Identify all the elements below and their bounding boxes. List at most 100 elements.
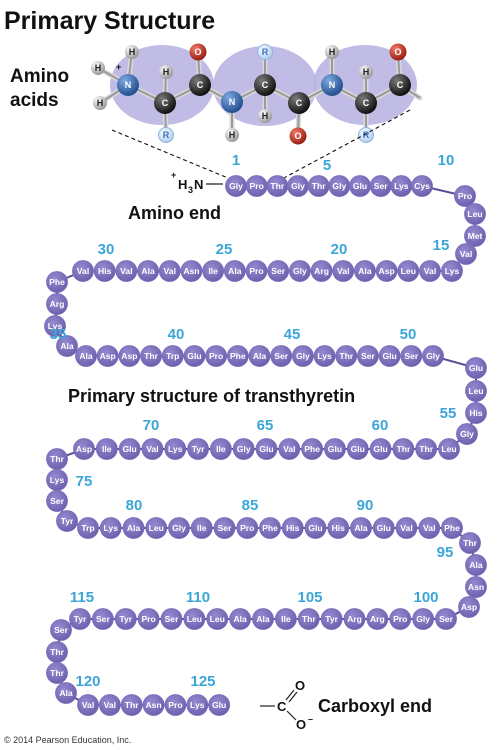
amino-acid-bead: Gly: [287, 175, 309, 197]
amino-acid-bead-label: Ile: [216, 444, 226, 454]
amino-acid-bead: Thr: [459, 532, 481, 554]
carbon-atom: C: [355, 92, 377, 114]
amino-acid-bead-label: Val: [283, 444, 295, 454]
amino-acid-bead-label: Gly: [229, 181, 243, 191]
amino-acid-bead-circle: [422, 345, 444, 367]
amino-acid-bead-circle: [456, 423, 478, 445]
amino-acid-bead: Asn: [465, 576, 487, 598]
amino-acid-bead: Ala: [465, 554, 487, 576]
amino-acid-bead: Ala: [75, 345, 97, 367]
position-number: 5: [323, 157, 331, 174]
amino-acid-bead: Ile: [202, 260, 225, 282]
amino-acid-bead: Arg: [46, 293, 68, 315]
amino-acid-bead-label: Ala: [469, 560, 483, 570]
amino-end-label: Amino end: [128, 203, 221, 223]
amino-acid-bead-label: Ser: [439, 614, 454, 624]
amino-acid-bead-circle: [142, 694, 165, 716]
amino-acid-bead-label: Tyr: [192, 444, 205, 454]
amino-acid-bead-label: Ala: [127, 523, 141, 533]
amino-acid-bead: Val: [98, 694, 121, 716]
carboxyl-end-group: C O O –: [260, 678, 313, 732]
amino-acid-bead: Leu: [465, 380, 487, 402]
amino-acid-bead: Tyr: [114, 608, 137, 630]
amino-acid-bead: Glu: [304, 517, 327, 539]
amino-acid-bead-label: Lys: [50, 475, 65, 485]
nitrogen-atom: N: [321, 74, 343, 96]
amino-acid-bead-circle: [465, 402, 487, 424]
amino-acid-bead: Arg: [310, 260, 333, 282]
amino-acid-bead: Tyr: [187, 438, 209, 460]
amino-acid-bead-circle: [465, 357, 487, 379]
transthyretin-caption: Primary structure of transthyretin: [68, 386, 355, 406]
position-number: 30: [98, 241, 115, 258]
amino-acid-bead: Val: [419, 260, 441, 282]
amino-acid-bead-circle: [400, 345, 423, 367]
amino-acid-bead-circle: [332, 260, 355, 282]
amino-acid-bead-circle: [418, 517, 441, 539]
amino-acid-bead: Glu: [118, 438, 141, 460]
amino-acid-bead: Thr: [46, 662, 68, 684]
amino-acid-bead-circle: [350, 517, 372, 539]
amino-acid-bead: Pro: [245, 260, 268, 282]
amino-acid-bead: Phe: [46, 271, 68, 293]
amino-acid-bead-circle: [50, 619, 72, 641]
amino-acid-bead-circle: [281, 517, 304, 539]
amino-acid-bead-label: Leu: [468, 386, 483, 396]
amino-acid-bead-circle: [205, 345, 228, 367]
amino-acid-bead: Thr: [266, 175, 289, 197]
amino-acid-bead-label: Thr: [125, 700, 139, 710]
position-number: 120: [75, 673, 100, 690]
amino-acid-bead: Thr: [297, 608, 320, 630]
amino-acid-bead-label: Ile: [281, 614, 291, 624]
amino-acid-bead-label: Val: [400, 523, 412, 533]
amino-acid-bead-circle: [168, 517, 190, 539]
amino-acid-bead-label: Leu: [467, 209, 482, 219]
amino-acid-bead: Glu: [324, 438, 346, 460]
amino-acid-bead-circle: [455, 243, 477, 265]
amino-acid-bead: Val: [395, 517, 418, 539]
amino-acid-bead-label: Pro: [458, 191, 472, 201]
oxygen-atom: O: [389, 43, 407, 61]
amino-acid-bead-label: Ser: [271, 266, 286, 276]
amino-acid-bead-circle: [411, 175, 433, 197]
page-title: Primary Structure: [4, 7, 215, 35]
carboxyl-end-label: Carboxyl end: [318, 696, 432, 716]
svg-text:C: C: [296, 98, 303, 108]
amino-acid-bead: Lys: [44, 315, 66, 337]
amino-acid-bead: Glu: [349, 175, 371, 197]
amino-acid-bead-circle: [186, 694, 209, 716]
amino-acid-bead-label: Val: [337, 266, 349, 276]
amino-acid-bead-label: Glu: [469, 363, 483, 373]
position-number: 115: [70, 589, 94, 606]
svg-text:H: H: [363, 67, 370, 77]
amino-acid-bead: Thr: [120, 694, 143, 716]
amino-acid-bead-circle: [161, 345, 184, 367]
amino-acid-bead-circle: [438, 438, 460, 460]
amino-acid-bead-circle: [354, 260, 376, 282]
amino-acid-bead: Ala: [248, 345, 271, 367]
amino-acid-bead-circle: [120, 694, 143, 716]
side-chain-atom: R: [257, 44, 273, 60]
svg-text:R: R: [163, 130, 170, 140]
amino-acid-bead-label: Ile: [197, 523, 207, 533]
svg-text:H: H: [229, 130, 236, 140]
amino-acid-bead-circle: [73, 438, 95, 460]
amino-acid-bead-circle: [397, 260, 420, 282]
amino-acid-bead: Lys: [99, 517, 122, 539]
amino-acid-bead-circle: [160, 608, 183, 630]
amino-acid-bead-label: Thr: [50, 668, 64, 678]
amino-acid-bead: His: [93, 260, 116, 282]
amino-acid-bead-label: Ala: [60, 341, 74, 351]
amino-acid-bead: Leu: [438, 438, 460, 460]
carbon-atom: C: [154, 92, 176, 114]
amino-acid-bead: Val: [158, 260, 181, 282]
amino-acid-bead: Thr: [140, 345, 162, 367]
amino-acid-bead: Ala: [252, 608, 274, 630]
amino-acid-bead-circle: [252, 608, 274, 630]
amino-acid-bead-circle: [464, 225, 486, 247]
amino-acid-bead-label: Ala: [354, 523, 368, 533]
amino-acid-bead: Gly: [288, 260, 311, 282]
position-number: 95: [437, 544, 454, 561]
amino-acid-bead-label: Cys: [414, 181, 430, 191]
amino-acid-bead-circle: [327, 517, 350, 539]
